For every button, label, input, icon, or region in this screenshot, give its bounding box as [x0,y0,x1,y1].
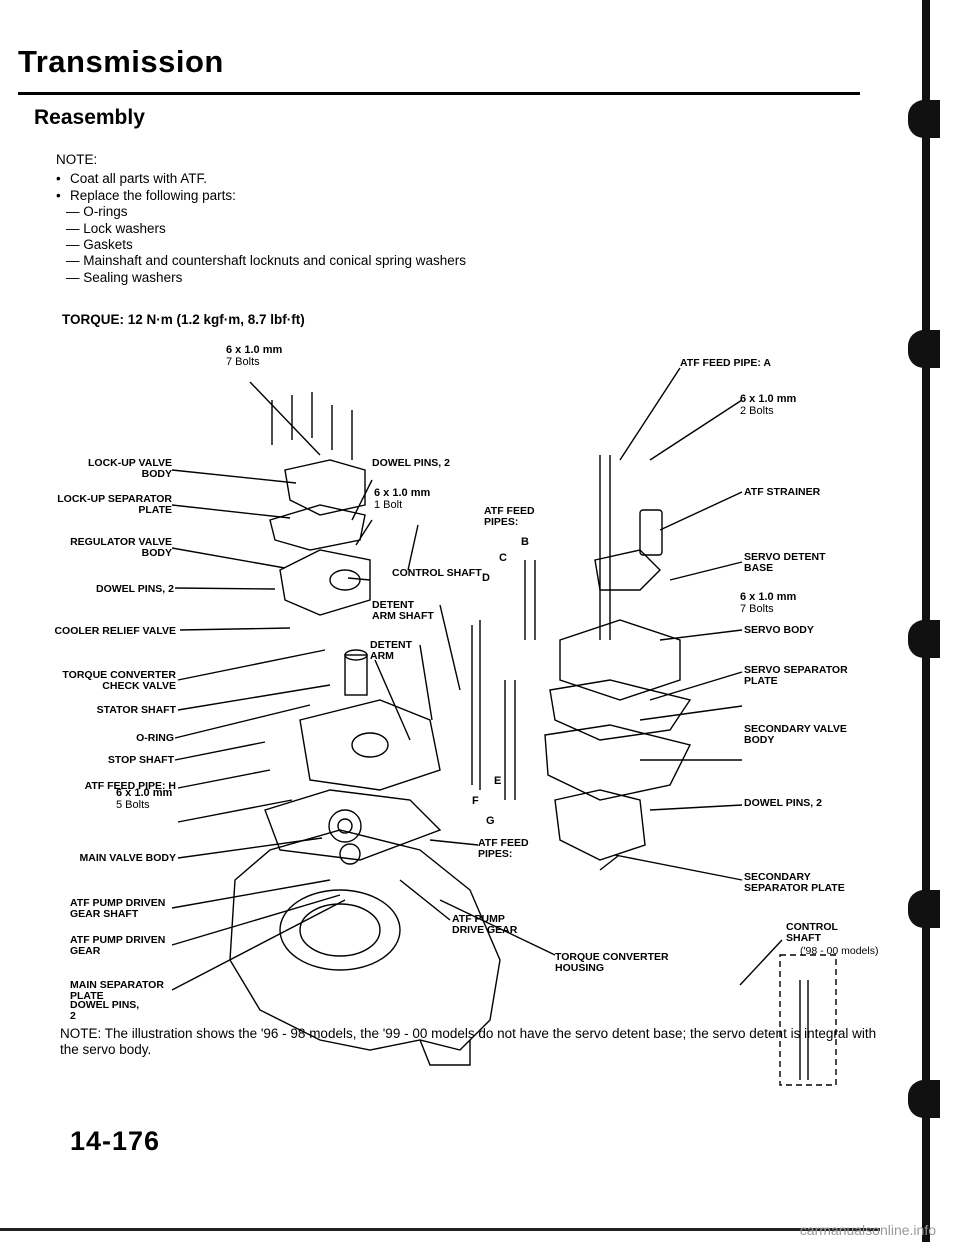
index-tab [908,100,940,138]
bolt-spec: 6 x 1.0 mm 1 Bolt [374,487,431,511]
label-dowel-pins: DOWEL PINS, 2 [96,583,174,595]
label-lockup-separator-plate: LOCK-UP SEPARATOR PLATE [57,493,172,516]
label-atf-feed-pipes: ATF FEED PIPES: [478,837,529,860]
note-dash: Mainshaft and countershaft locknuts and … [56,253,466,269]
torque-spec: TORQUE: 12 N·m (1.2 kgf·m, 8.7 lbf·ft) [62,312,305,327]
label-control-shaft-right: CONTROL SHAFT [786,921,838,944]
label-control-shaft: CONTROL SHAFT [392,567,482,579]
pipe-letter: G [486,815,495,827]
index-tab [908,330,940,368]
note-dash: Sealing washers [56,270,466,286]
bolt-count: 1 Bolt [374,498,403,511]
label-servo-separator-plate: SERVO SEPARATOR PLATE [744,664,848,687]
label-servo-body: SERVO BODY [744,624,814,636]
page-number: 14-176 [70,1126,161,1156]
bolt-count: 7 Bolts [740,602,774,615]
label-detent-arm: DETENT ARM [370,639,412,662]
notes-heading: NOTE: [56,152,98,167]
label-atf-pump-drive-gear: ATF PUMP DRIVE GEAR [452,913,518,936]
bolt-count: 5 Bolts [116,798,150,811]
page-title: Transmission [18,44,224,79]
label-detent-arm-shaft: DETENT ARM SHAFT [372,599,434,622]
pipe-letter: B [521,536,529,548]
label-stator-shaft: STATOR SHAFT [96,704,176,716]
bolt-spec: 6 x 1.0 mm 5 Bolts [116,787,173,811]
index-tab [908,890,940,928]
pipe-letter: E [494,775,502,787]
bolt-size: 6 x 1.0 mm [374,487,431,499]
note-bullet: Replace the following parts: [56,188,466,204]
label-stop-shaft: STOP SHAFT [107,754,174,766]
bolt-spec: 6 x 1.0 mm 2 Bolts [740,393,797,417]
label-torque-converter-check-valve: TORQUE CONVERTER CHECK VALVE [62,669,176,692]
label-servo-detent-base: SERVO DETENT BASE [744,551,826,574]
watermark: carmanualsonline.info [799,1222,936,1238]
label-regulator-valve-body: REGULATOR VALVE BODY [70,536,172,559]
bottom-note: NOTE: The illustration shows the '96 - 9… [60,1026,877,1057]
note-dash: Gaskets [56,237,466,253]
pipe-letter: F [472,795,479,807]
label-dowel-pins-bottom: DOWEL PINS, 2 [70,999,140,1022]
section-heading: Reasembly [34,106,145,129]
bolt-spec: 6 x 1.0 mm 7 Bolts [226,344,283,368]
label-atf-feed-pipe-h: ATF FEED PIPE: H [84,780,176,792]
label-atf-pump-driven-gear-shaft: ATF PUMP DRIVEN GEAR SHAFT [70,897,166,920]
label-atf-feed-pipes: ATF FEED PIPES: [484,505,535,528]
bolt-size: 6 x 1.0 mm [740,591,797,603]
label-secondary-valve-body: SECONDARY VALVE BODY [744,723,847,746]
label-lockup-valve-body: LOCK-UP VALVE BODY [87,457,172,480]
footer-rule [0,1228,880,1231]
label-secondary-separator-plate: SECONDARY SEPARATOR PLATE [744,871,845,894]
note-bullet: Coat all parts with ATF. [56,171,466,187]
label-torque-converter-housing: TORQUE CONVERTER HOUSING [555,951,669,974]
bolt-count: 7 Bolts [226,355,260,368]
label-control-shaft-models: ('98 - 00 models) [800,945,879,957]
label-dowel-pins-right: DOWEL PINS, 2 [744,797,822,809]
label-atf-strainer: ATF STRAINER [744,486,821,498]
label-cooler-relief-valve: COOLER RELIEF VALVE [54,625,176,637]
title-rule [18,92,860,95]
notes: NOTE: Coat all parts with ATF. Replace t… [56,152,466,286]
label-dowel-pins-top: DOWEL PINS, 2 [372,457,450,469]
pipe-letter: C [499,552,507,564]
bolt-size: 6 x 1.0 mm [740,393,797,405]
note-dash: Lock washers [56,221,466,237]
index-tab [908,1080,940,1118]
bolt-size: 6 x 1.0 mm [226,344,283,356]
note-dash: O-rings [56,204,466,220]
label-main-valve-body: MAIN VALVE BODY [79,852,176,864]
bolt-size: 6 x 1.0 mm [116,787,173,799]
label-atf-pump-driven-gear: ATF PUMP DRIVEN GEAR [70,934,166,957]
label-main-separator-plate: MAIN SEPARATOR PLATE [70,979,164,1002]
label-o-ring: O-RING [136,732,174,744]
pipe-letter: D [482,572,490,584]
label-atf-feed-pipe-a: ATF FEED PIPE: A [680,357,772,369]
index-tab [908,620,940,658]
bolt-count: 2 Bolts [740,404,774,417]
bolt-spec: 6 x 1.0 mm 7 Bolts [740,591,797,615]
